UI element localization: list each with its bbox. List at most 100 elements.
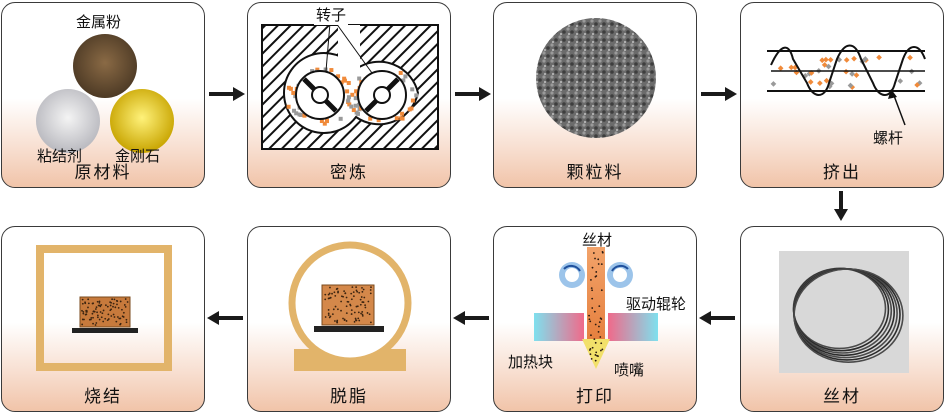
- particle: [328, 292, 331, 295]
- particle: [97, 304, 100, 307]
- particle: [345, 305, 348, 308]
- metal-powder-label: 金属粉: [76, 13, 122, 31]
- particle: [107, 313, 110, 316]
- particle: [87, 298, 90, 301]
- particle: [294, 111, 299, 116]
- binder-label: 粘结剂: [37, 147, 83, 165]
- particle: [843, 57, 850, 63]
- arrow-left-2: [453, 311, 489, 325]
- particle: [94, 308, 97, 310]
- particle: [95, 322, 98, 324]
- particle: [358, 291, 361, 294]
- mixing-card: 转子 密炼: [247, 2, 451, 188]
- particle: [853, 72, 860, 78]
- particle: [352, 291, 355, 294]
- diamond-label: 金刚石: [115, 147, 161, 165]
- particle: [96, 316, 99, 319]
- particle: [357, 76, 362, 81]
- particle: [319, 119, 324, 124]
- raw-material-caption: 原材料: [74, 163, 132, 183]
- particle: [90, 317, 93, 319]
- particle: [591, 346, 594, 349]
- filament-label: 丝材: [582, 231, 613, 249]
- particle: [361, 313, 364, 316]
- particle: [123, 304, 126, 306]
- particle: [81, 323, 84, 326]
- printing-illustration: [534, 247, 658, 369]
- particle: [601, 251, 604, 254]
- filament-coil: [792, 267, 904, 363]
- particle: [107, 318, 110, 320]
- particle: [594, 323, 597, 326]
- particle: [87, 306, 89, 309]
- particle: [339, 80, 344, 85]
- particle: [345, 296, 348, 299]
- particle: [336, 321, 339, 324]
- arrow-down: [834, 191, 848, 221]
- particle: [98, 301, 101, 304]
- particle: [592, 252, 595, 254]
- particle: [92, 310, 95, 313]
- particle: [343, 319, 346, 322]
- particle: [350, 292, 353, 295]
- particle: [356, 102, 361, 107]
- drive-roller-left: [559, 262, 585, 288]
- particle: [327, 293, 330, 296]
- particle: [358, 319, 361, 322]
- particle: [95, 306, 98, 309]
- particle: [111, 298, 114, 301]
- screw-label: 螺杆: [873, 129, 904, 147]
- particle: [324, 293, 327, 296]
- particle: [329, 68, 334, 73]
- particle: [588, 314, 590, 317]
- particle: [594, 341, 597, 344]
- particle: [400, 111, 405, 116]
- particle: [398, 70, 403, 75]
- particle: [349, 303, 352, 306]
- arrow-right-2: [455, 87, 491, 101]
- particle: [807, 79, 814, 85]
- mixer-inlet: [338, 25, 360, 73]
- particle: [599, 336, 602, 338]
- particle: [369, 289, 372, 291]
- particle: [352, 295, 355, 298]
- particle: [116, 303, 118, 306]
- particle: [336, 74, 341, 79]
- particle: [110, 315, 113, 317]
- particle: [331, 313, 334, 316]
- particle: [324, 298, 327, 301]
- particle: [414, 93, 419, 98]
- printing-caption: 打印: [576, 387, 614, 407]
- particle: [400, 116, 405, 121]
- particle: [124, 305, 127, 308]
- particle: [331, 292, 333, 295]
- particle: [337, 291, 339, 294]
- particle: [350, 92, 355, 97]
- particle: [366, 312, 369, 314]
- rotor-right: [357, 70, 407, 120]
- particle: [351, 108, 356, 113]
- particle: [351, 286, 354, 289]
- particle: [355, 111, 360, 116]
- particle: [329, 315, 332, 318]
- particle: [361, 290, 364, 293]
- particle: [359, 303, 362, 306]
- particle: [323, 67, 328, 72]
- particle: [349, 104, 354, 109]
- particle: [823, 56, 829, 63]
- granule-pile: [536, 18, 656, 138]
- particle: [401, 78, 406, 83]
- debinding-plate: [314, 326, 384, 332]
- heating-block-left: [534, 313, 584, 341]
- particle: [364, 306, 367, 309]
- particle: [325, 118, 330, 123]
- particle: [87, 302, 90, 305]
- sintering-illustration: [36, 245, 172, 371]
- particle: [591, 289, 594, 292]
- particle: [827, 56, 834, 63]
- drive-roller-right: [607, 262, 633, 288]
- particle: [81, 309, 83, 312]
- particle: [84, 301, 86, 304]
- particle: [407, 107, 412, 112]
- particle: [350, 298, 353, 301]
